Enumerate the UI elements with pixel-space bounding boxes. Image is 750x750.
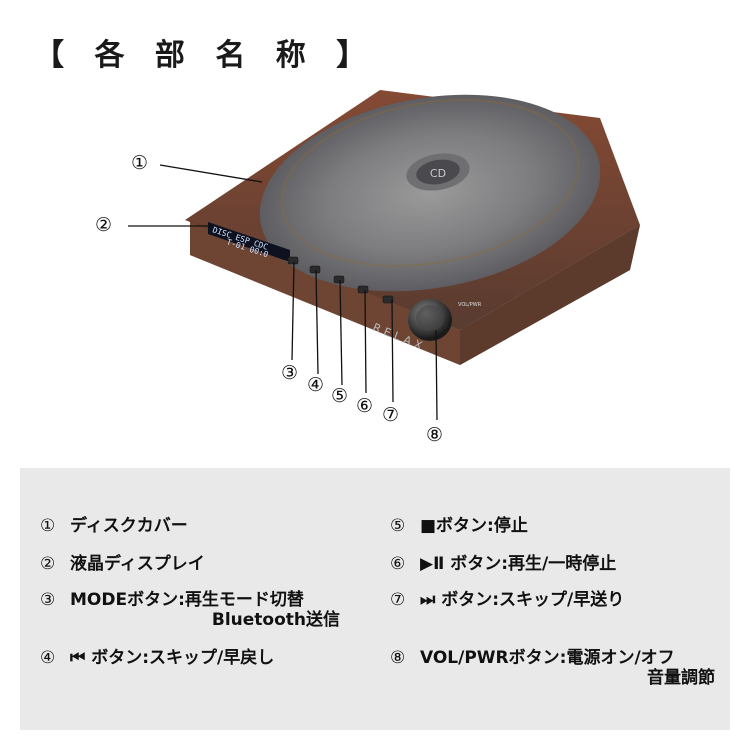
cd-player-illustration: CD DISC ESP CDC T-01 00:0 RELAX VOL/PWR	[128, 90, 640, 421]
disc: CD	[259, 94, 601, 292]
callout-3: ③	[281, 362, 299, 384]
page-title: 【 各 部 名 称 】	[34, 38, 377, 73]
legend-item-4: ④⏮ ボタン:スキップ/早戻し	[40, 648, 275, 668]
legend-item-7: ⑦⏭ ボタン:スキップ/早送り	[390, 590, 625, 610]
callout-1: ①	[131, 152, 149, 174]
callout-7: ⑦	[382, 404, 400, 426]
legend-item-6: ⑥▶Ⅱ ボタン:再生/一時停止	[390, 554, 617, 574]
mode-button[interactable]	[287, 256, 299, 265]
play-pause-button[interactable]	[357, 285, 369, 294]
callout-2: ②	[95, 214, 113, 236]
callout-4: ④	[307, 374, 325, 396]
stop-button[interactable]	[333, 275, 345, 284]
callout-6: ⑥	[356, 395, 374, 417]
next-button[interactable]	[382, 295, 394, 304]
disc-logo: CD	[430, 167, 446, 180]
callout-8: ⑧	[426, 424, 444, 446]
callout-5: ⑤	[331, 385, 349, 407]
legend-item-5: ⑤■ボタン:停止	[390, 516, 528, 536]
vol-pwr-knob[interactable]	[408, 299, 452, 341]
prev-button[interactable]	[309, 265, 321, 274]
vol-label: VOL/PWR	[458, 302, 482, 308]
